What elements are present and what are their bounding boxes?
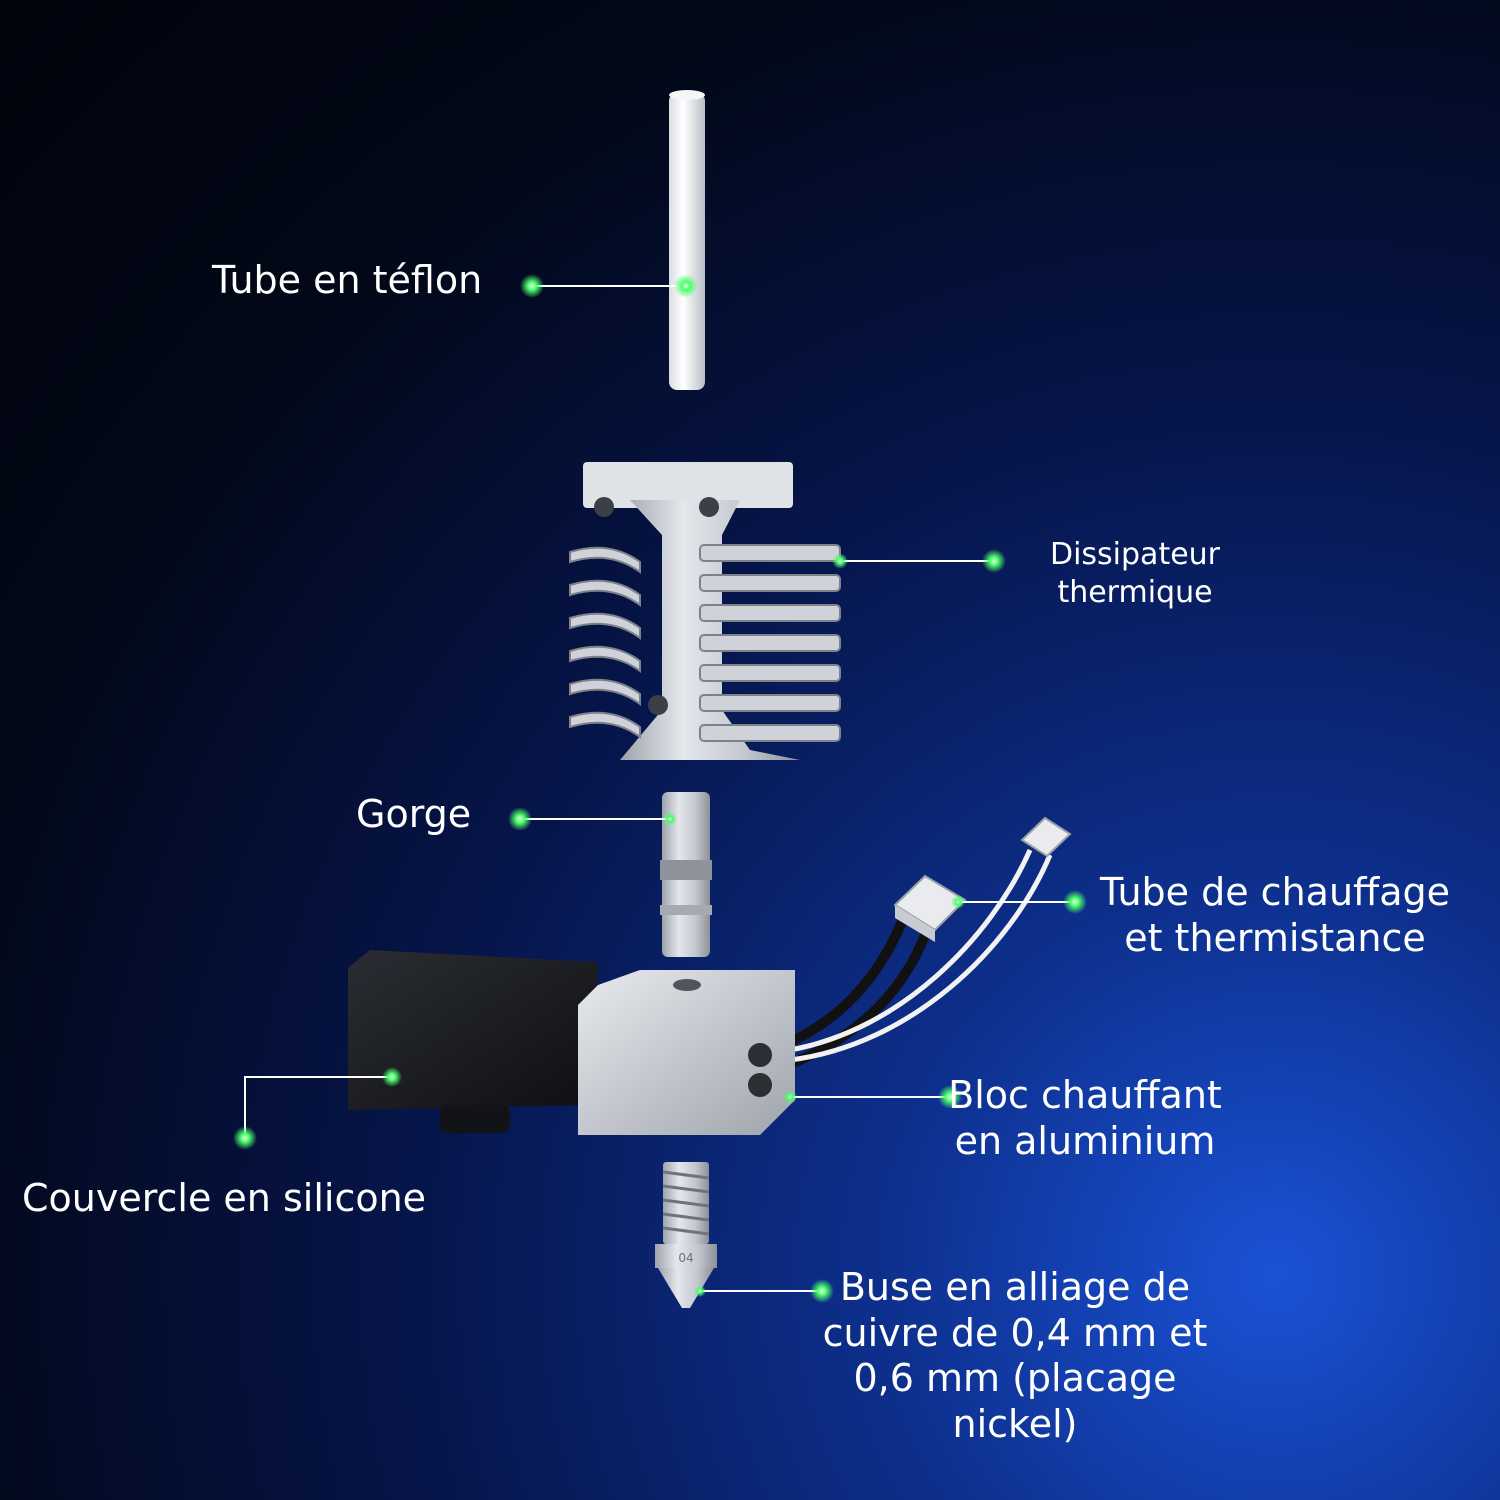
callout-dot bbox=[382, 1067, 402, 1087]
callout-dot bbox=[663, 812, 677, 826]
callout-dot bbox=[520, 274, 544, 298]
heater-block-part bbox=[578, 970, 795, 1135]
connector-small bbox=[1020, 816, 1072, 858]
callout-dot bbox=[832, 553, 848, 569]
nozzle-size-marking: 04 bbox=[678, 1251, 693, 1265]
label-heater-thermistor: Tube de chauffage et thermistance bbox=[1100, 870, 1450, 960]
callout-dot bbox=[508, 807, 532, 831]
callout-dot bbox=[233, 1126, 257, 1150]
nozzle-part: 04 bbox=[655, 1162, 717, 1308]
callout-dot bbox=[951, 895, 965, 909]
teflon-tube bbox=[669, 90, 705, 390]
callout-dot bbox=[694, 1285, 706, 1297]
label-throat: Gorge bbox=[356, 792, 472, 836]
label-nozzle: Buse en alliage de cuivre de 0,4 mm et 0… bbox=[822, 1265, 1208, 1446]
label-heat-sink: Dissipateur thermique bbox=[1049, 537, 1221, 610]
callout-dot bbox=[810, 1279, 834, 1303]
label-silicone-cover: Couvercle en silicone bbox=[22, 1176, 427, 1220]
callout-line-silicone-cover bbox=[244, 1076, 392, 1138]
callout-dot bbox=[783, 1090, 797, 1104]
callout-dot bbox=[1063, 890, 1087, 914]
heat-sink-fins bbox=[569, 544, 841, 742]
callout-lines bbox=[244, 285, 1075, 1292]
silicone-cover-part bbox=[348, 950, 598, 1133]
connector-large bbox=[893, 874, 967, 942]
callout-dot bbox=[982, 549, 1006, 573]
heat-sink bbox=[569, 462, 841, 760]
label-teflon-tube: Tube en téflon bbox=[212, 258, 483, 302]
callout-dot bbox=[938, 1085, 962, 1109]
callout-dots bbox=[233, 274, 1087, 1303]
label-heater-block: Bloc chauffant en aluminium bbox=[948, 1073, 1222, 1163]
throat bbox=[660, 792, 712, 957]
callout-dot bbox=[674, 274, 698, 298]
